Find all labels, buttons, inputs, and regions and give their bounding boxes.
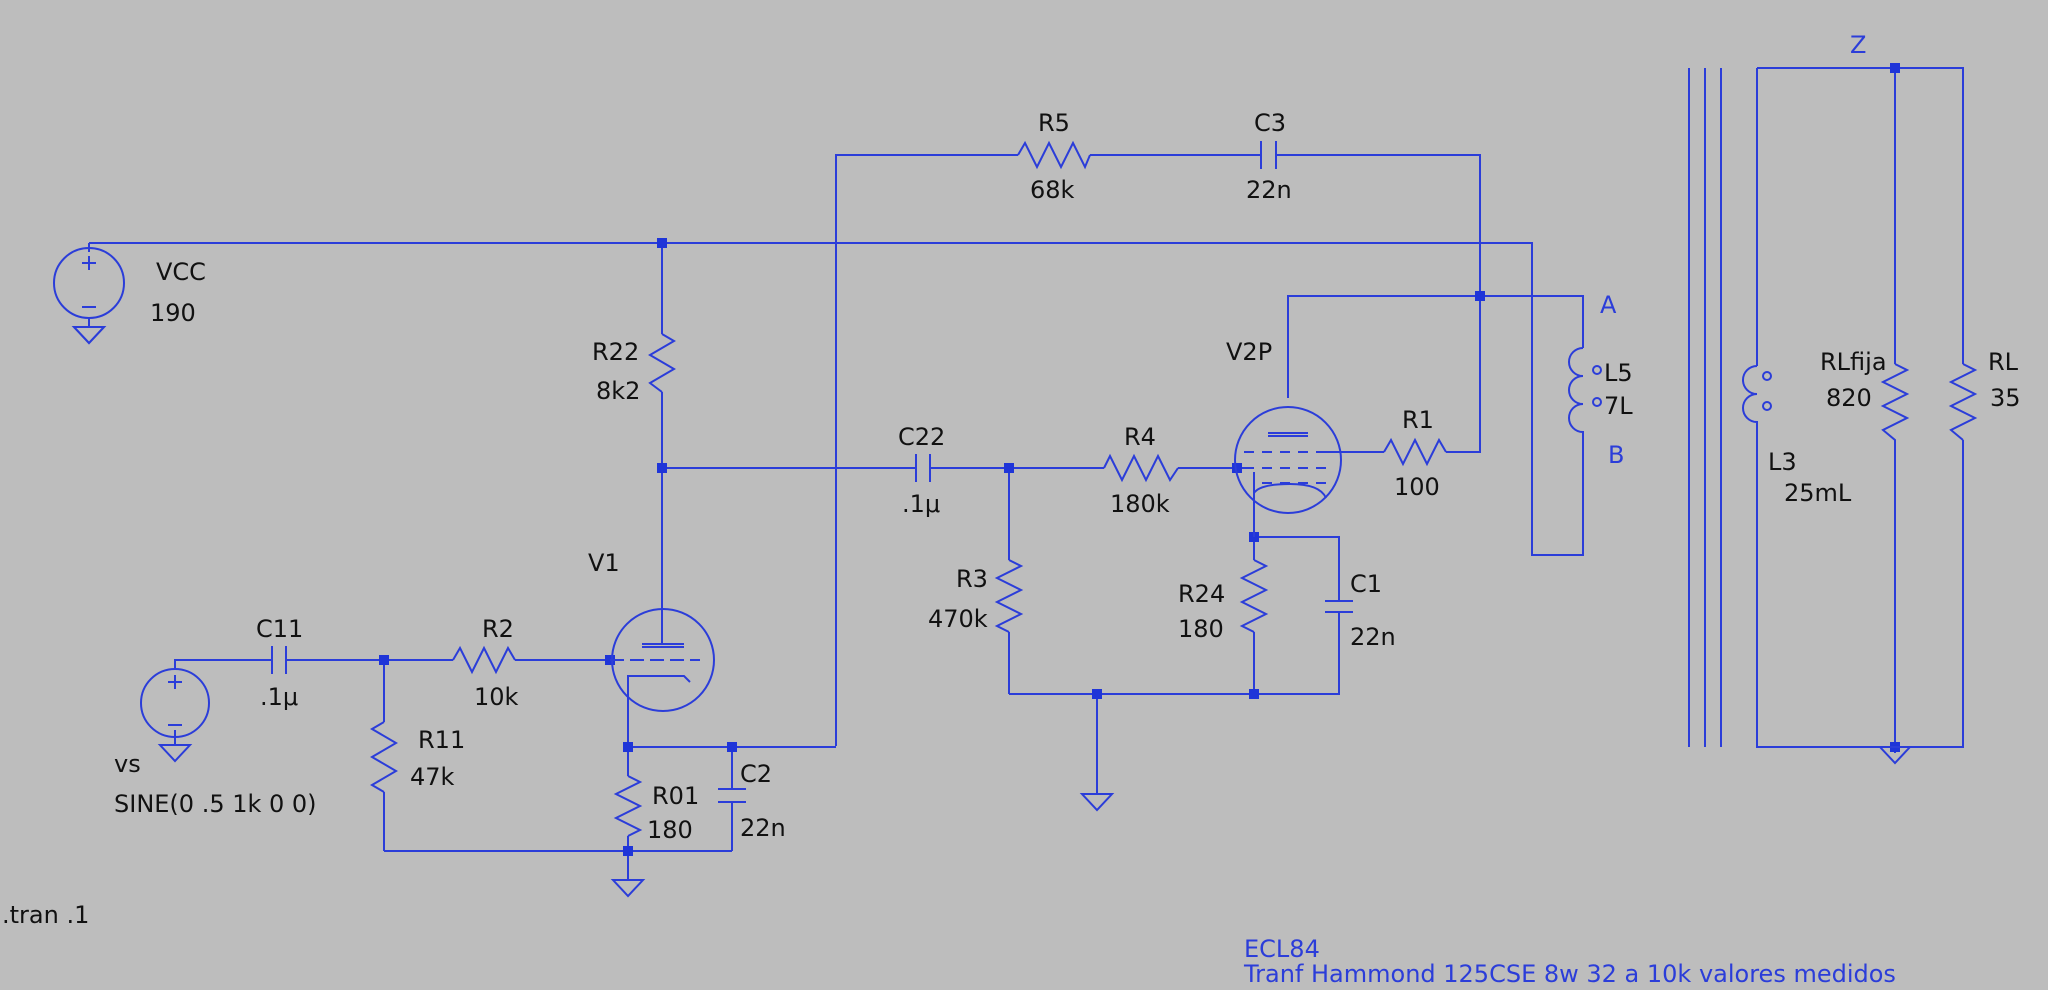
ground-icon bbox=[1877, 746, 1913, 765]
rlfija-resistor[interactable] bbox=[1880, 363, 1910, 566]
c1-value: 22n bbox=[1350, 623, 1396, 651]
r22-value: 8k2 bbox=[596, 377, 640, 405]
comment-line-2[interactable]: Tranf Hammond 125CSE 8w 32 a 10k valores… bbox=[1243, 960, 1896, 988]
ground-icon bbox=[610, 879, 646, 898]
vcc-value: 190 bbox=[150, 299, 196, 327]
rlfija-name: RLfija bbox=[1820, 348, 1887, 376]
c11-name: C11 bbox=[256, 615, 303, 643]
c22-name: C22 bbox=[898, 423, 945, 451]
rl-name: RL bbox=[1988, 348, 2019, 376]
c11-capacitor[interactable] bbox=[271, 646, 287, 674]
r3-resistor[interactable] bbox=[994, 559, 1024, 633]
r1-value: 100 bbox=[1394, 473, 1440, 501]
vcc-name: VCC bbox=[156, 258, 206, 286]
r5-resistor[interactable] bbox=[1017, 140, 1091, 170]
r01-value: 180 bbox=[647, 816, 693, 844]
r11-value: 47k bbox=[410, 763, 455, 791]
l5-name: L5 bbox=[1604, 359, 1633, 387]
v2p-tube[interactable] bbox=[1234, 406, 1343, 537]
r1-name: R1 bbox=[1402, 406, 1434, 434]
r11-resistor[interactable] bbox=[370, 721, 398, 793]
r24-resistor[interactable] bbox=[1239, 559, 1269, 633]
net-label-z: Z bbox=[1850, 31, 1866, 59]
c1-name: C1 bbox=[1350, 570, 1382, 598]
c2-value: 22n bbox=[740, 814, 786, 842]
r1-resistor[interactable] bbox=[1383, 437, 1447, 467]
l3-inductor[interactable] bbox=[1742, 365, 1772, 432]
r4-resistor[interactable] bbox=[1103, 453, 1179, 483]
c3-name: C3 bbox=[1254, 109, 1286, 137]
wires bbox=[88, 67, 1964, 880]
r22-name: R22 bbox=[592, 338, 639, 366]
v2p-name: V2P bbox=[1226, 338, 1272, 366]
c11-value: .1μ bbox=[260, 683, 298, 711]
vs-source[interactable] bbox=[140, 668, 210, 763]
rlfija-value: 820 bbox=[1826, 384, 1872, 412]
net-label-a: A bbox=[1600, 291, 1617, 319]
r3-name: R3 bbox=[956, 565, 988, 593]
r01-name: R01 bbox=[652, 782, 699, 810]
ground-icon bbox=[1079, 793, 1115, 812]
junction-dots bbox=[379, 63, 1900, 856]
l5-inductor[interactable] bbox=[1568, 347, 1602, 497]
r5-name: R5 bbox=[1038, 109, 1070, 137]
l3-name: L3 bbox=[1768, 448, 1797, 476]
r4-name: R4 bbox=[1124, 423, 1156, 451]
v1-name: V1 bbox=[588, 549, 620, 577]
l5-value: 7L bbox=[1604, 392, 1633, 420]
c22-value: .1μ bbox=[902, 490, 940, 518]
r5-value: 68k bbox=[1030, 176, 1075, 204]
r01-resistor[interactable] bbox=[613, 775, 643, 837]
vs-value: SINE(0 .5 1k 0 0) bbox=[114, 790, 317, 818]
c1-capacitor[interactable] bbox=[1325, 600, 1353, 613]
r22-resistor[interactable] bbox=[648, 333, 676, 393]
rl-resistor[interactable] bbox=[1948, 363, 1978, 441]
l3-value: 25mL bbox=[1784, 479, 1852, 507]
ground-icon bbox=[71, 326, 107, 345]
c2-name: C2 bbox=[740, 760, 772, 788]
r2-value: 10k bbox=[474, 683, 519, 711]
c2-capacitor[interactable] bbox=[718, 788, 746, 803]
r24-value: 180 bbox=[1178, 615, 1224, 643]
r3-value: 470k bbox=[928, 605, 988, 633]
r4-value: 180k bbox=[1110, 490, 1170, 518]
vs-name: vs bbox=[114, 750, 141, 778]
rl-value: 35 bbox=[1990, 384, 2021, 412]
r24-name: R24 bbox=[1178, 580, 1225, 608]
spice-directive[interactable]: .tran .1 bbox=[2, 901, 89, 929]
c3-capacitor[interactable] bbox=[1260, 141, 1277, 169]
r2-name: R2 bbox=[482, 615, 514, 643]
r11-name: R11 bbox=[418, 726, 465, 754]
v1-tube[interactable] bbox=[610, 590, 715, 712]
r2-resistor[interactable] bbox=[452, 645, 516, 675]
net-label-b: B bbox=[1608, 441, 1624, 469]
comment-line-1[interactable]: ECL84 bbox=[1244, 935, 1320, 963]
vcc-source[interactable] bbox=[53, 247, 125, 345]
c22-capacitor[interactable] bbox=[915, 454, 931, 482]
c3-value: 22n bbox=[1246, 176, 1292, 204]
